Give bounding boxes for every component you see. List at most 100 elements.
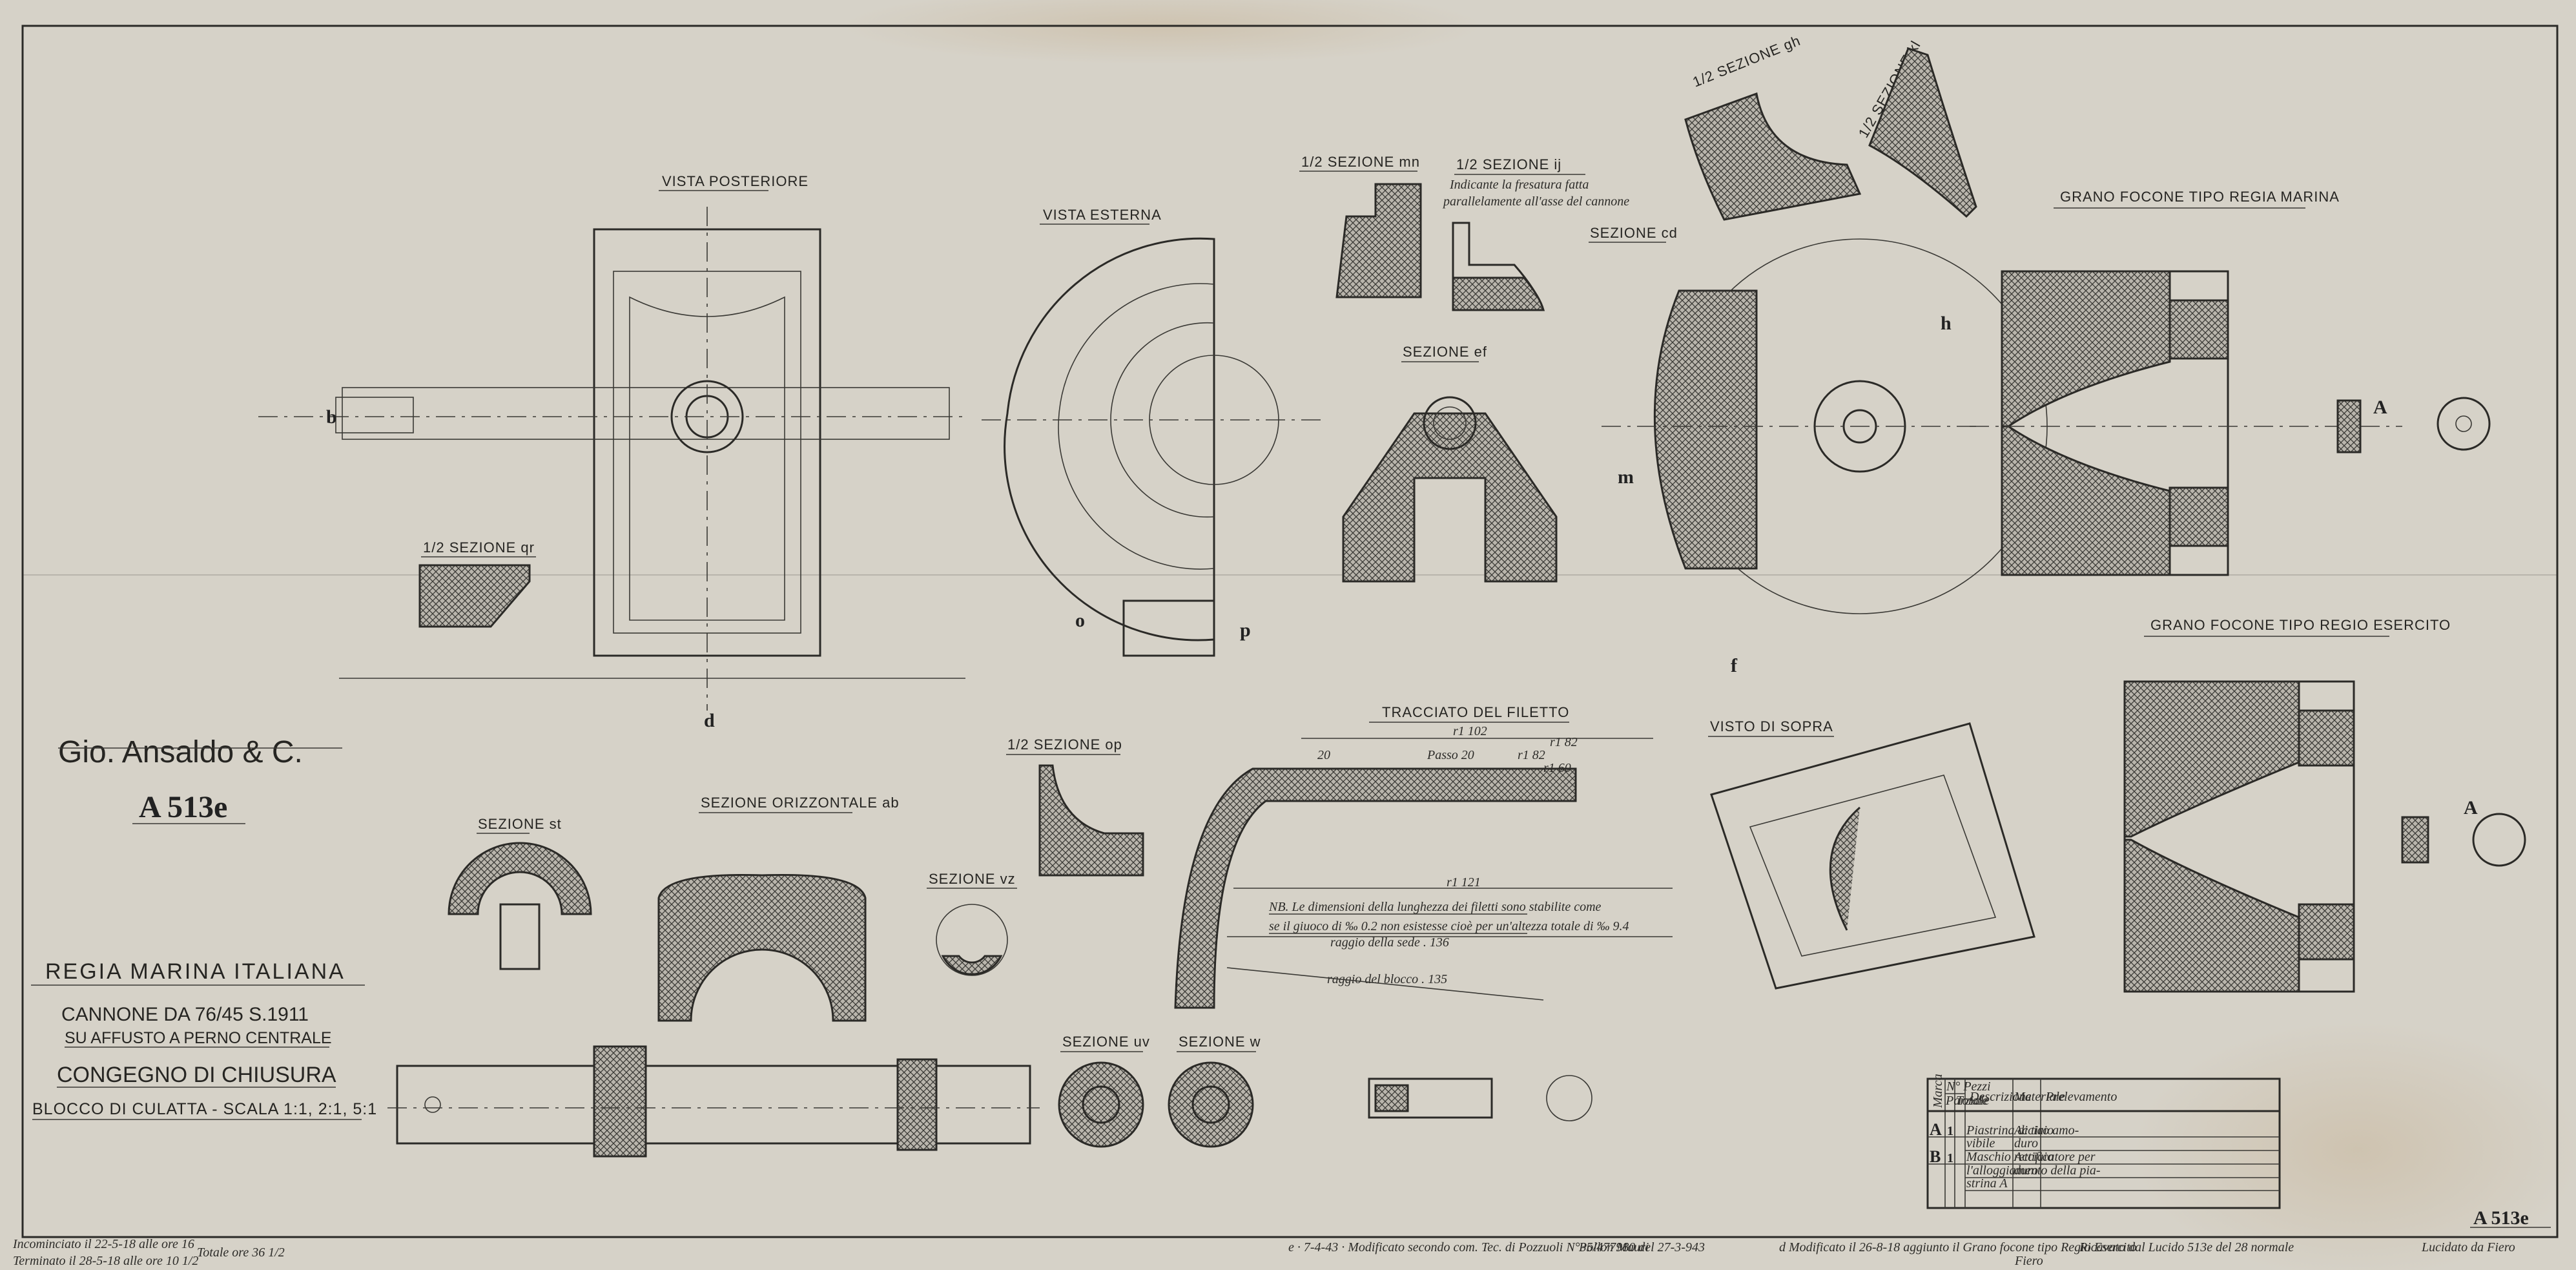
view-sezione-w: SEZIONE w bbox=[1168, 1034, 1261, 1148]
view-grano-focone-esercito: GRANO FOCONE TIPO REGIO ESERCITO A bbox=[2123, 617, 2526, 993]
section-marker-o: o bbox=[1075, 610, 1085, 631]
part-scale-title: BLOCCO DI CULATTA - SCALA 1:1, 2:1, 5:1 bbox=[32, 1100, 377, 1118]
table-row: A 1 Piastrina di tiro amo- vibile Acciai… bbox=[1928, 1120, 2280, 1150]
dimension: r1 82 bbox=[1550, 735, 1578, 749]
total-hours-note: Totale ore 36 1/2 bbox=[197, 1245, 285, 1260]
dimension: r1 121 bbox=[1447, 875, 1481, 890]
view-sezione-cd: SEZIONE cd h m f bbox=[1589, 225, 2048, 676]
view-label: GRANO FOCONE TIPO REGIO ESERCITO bbox=[2150, 617, 2451, 633]
view-label: SEZIONE ef bbox=[1403, 344, 1487, 360]
dimension: r1 60 bbox=[1543, 761, 1571, 775]
cell-marca: B bbox=[1930, 1147, 1941, 1166]
dimension-note: raggio della sede . 136 bbox=[1330, 935, 1449, 950]
revision-d-signature: Fiero bbox=[2014, 1254, 2043, 1268]
view-sezione-qr: 1/2 SEZIONE qr bbox=[418, 539, 536, 628]
note: parallelamente all'asse del cannone bbox=[1442, 194, 1629, 209]
section-marker-d: d bbox=[704, 710, 715, 731]
nb-note: NB. Le dimensioni della lunghezza dei fi… bbox=[1268, 900, 1602, 914]
revision-d-note: d Modificato il 26-8-18 aggiunto il Gran… bbox=[1779, 1240, 2137, 1254]
section-marker-p: p bbox=[1240, 619, 1251, 641]
dimension: Passo 20 bbox=[1427, 748, 1474, 762]
finish-note: Terminato il 28-5-18 alle ore 10 1/2 bbox=[13, 1254, 198, 1268]
cell-marca: A bbox=[1930, 1120, 1942, 1139]
revision-e-signature: Pollon Mauri bbox=[1578, 1240, 1649, 1254]
view-grano-focone-marina: GRANO FOCONE TIPO REGIA MARINA A bbox=[1970, 189, 2491, 576]
cell-descr: Piastrina di tiro amo- bbox=[1966, 1123, 2079, 1138]
dimension: r1 102 bbox=[1453, 724, 1487, 738]
view-label: VISTA POSTERIORE bbox=[662, 173, 809, 189]
view-label: VISTA ESTERNA bbox=[1043, 207, 1162, 223]
dimension: 20 bbox=[1317, 748, 1330, 762]
table-header: Prelevamento bbox=[2045, 1090, 2117, 1104]
view-sezione-orizzontale-ab: SEZIONE ORIZZONTALE ab bbox=[387, 795, 1040, 1158]
nb-note: se il giuoco di ‰ 0.2 non esistesse cioè… bbox=[1269, 919, 1629, 933]
view-sezione-op: 1/2 SEZIONE op bbox=[1006, 736, 1144, 877]
view-label: SEZIONE st bbox=[478, 816, 562, 832]
section-marker-h: h bbox=[1941, 313, 1952, 334]
view-bolt-detail bbox=[1368, 1075, 1592, 1121]
mount-title: SU AFFUSTO A PERNO CENTRALE bbox=[65, 1029, 332, 1047]
table-row: B 1 Maschio rettificatore per l'alloggia… bbox=[1928, 1147, 2280, 1191]
assembly-title: CONGEGNO DI CHIUSURA bbox=[57, 1063, 336, 1087]
cell-descr: l'alloggiamento della pia- bbox=[1966, 1163, 2101, 1178]
table-header: Materiale bbox=[2014, 1090, 2065, 1104]
view-label: SEZIONE uv bbox=[1062, 1034, 1150, 1050]
cell-mat: duro bbox=[2014, 1136, 2038, 1150]
revision-e-note: e · 7-4-43 · Modificato secondo com. Tec… bbox=[1288, 1240, 1705, 1254]
footer-notes: Incominciato il 22-5-18 alle ore 16 Term… bbox=[12, 1237, 2515, 1268]
table-header: N° Pezzi bbox=[1946, 1079, 1991, 1094]
drawing-number: A 513e bbox=[139, 790, 227, 824]
view-vista-esterna: VISTA ESTERNA p o bbox=[982, 207, 1324, 657]
parts-table: Marca N° Pezzi Parziale Totale Descrizio… bbox=[1926, 1074, 2281, 1209]
dimension-note: raggio del blocco . 135 bbox=[1327, 972, 1447, 986]
start-note: Incominciato il 22-5-18 alle ore 16 bbox=[12, 1237, 194, 1251]
cell-pezzi: 1 bbox=[1947, 1151, 1953, 1165]
navy-title: REGIA MARINA ITALIANA bbox=[45, 959, 345, 984]
tracer-note: Lucidato da Fiero bbox=[2421, 1240, 2515, 1254]
view-vista-posteriore: VISTA POSTERIORE b d bbox=[258, 173, 969, 731]
title-block: Gio. Ansaldo & C. A 513e REGIA MARINA IT… bbox=[31, 735, 377, 1120]
cell-descr: strina A bbox=[1966, 1176, 2008, 1191]
view-sezione-ij: 1/2 SEZIONE ij Indicante la fresatura fa… bbox=[1442, 156, 1629, 311]
dimension: r1 82 bbox=[1518, 748, 1545, 762]
view-sezione-uv: SEZIONE uv bbox=[1058, 1034, 1150, 1148]
table-subheader: Parziale bbox=[1945, 1094, 1990, 1108]
cell-pezzi: 1 bbox=[1947, 1124, 1953, 1138]
view-label: 1/2 SEZIONE qr bbox=[423, 539, 535, 556]
view-label: SEZIONE cd bbox=[1590, 225, 1678, 241]
view-sezione-vz: SEZIONE vz bbox=[927, 871, 1017, 976]
section-marker-a: A bbox=[2373, 397, 2387, 418]
sheet-border bbox=[21, 25, 2559, 1238]
view-sezione-st: SEZIONE st bbox=[448, 816, 592, 970]
table-header: Marca bbox=[1931, 1074, 1945, 1109]
view-label: TRACCIATO DEL FILETTO bbox=[1382, 704, 1569, 720]
company-name: Gio. Ansaldo & C. bbox=[58, 735, 303, 769]
view-label: GRANO FOCONE TIPO REGIA MARINA bbox=[2060, 189, 2340, 205]
cell-descr: vibile bbox=[1966, 1136, 1995, 1150]
cell-mat: duro bbox=[2014, 1163, 2038, 1178]
view-label: SEZIONE ORIZZONTALE ab bbox=[701, 795, 900, 811]
view-visto-di-sopra: VISTO DI SOPRA bbox=[1708, 718, 2035, 990]
view-label: 1/2 SEZIONE ij bbox=[1456, 156, 1561, 172]
view-label: 1/2 SEZIONE op bbox=[1007, 736, 1122, 753]
gun-title: CANNONE DA 76/45 S.1911 bbox=[61, 1004, 309, 1025]
view-label: VISTO DI SOPRA bbox=[1710, 718, 1833, 734]
cell-mat: Acciaio bbox=[2013, 1123, 2054, 1138]
copied-note: Ricavato dal Lucido 513e del 28 normale bbox=[2079, 1240, 2294, 1254]
section-marker-b: b bbox=[326, 406, 337, 428]
table-header: Descrizione bbox=[1969, 1090, 2032, 1104]
view-label: SEZIONE w bbox=[1179, 1034, 1261, 1050]
view-label: 1/2 SEZIONE mn bbox=[1301, 154, 1420, 170]
drawing-number-stamp: A 513e bbox=[2473, 1207, 2529, 1229]
view-label: SEZIONE vz bbox=[929, 871, 1016, 887]
note: Indicante la fresatura fatta bbox=[1449, 178, 1589, 192]
section-marker-a: A bbox=[2464, 797, 2478, 818]
section-marker-m: m bbox=[1618, 466, 1634, 488]
table-subheader: Totale bbox=[1956, 1094, 1988, 1108]
view-tracciato-filetto: TRACCIATO DEL FILETTO r1 102 Passo 20 20… bbox=[1174, 704, 1673, 1009]
section-marker-f: f bbox=[1731, 655, 1738, 676]
cell-descr: Maschio rettificatore per bbox=[1966, 1150, 2096, 1164]
view-sezione-mn: 1/2 SEZIONE mn bbox=[1299, 154, 1422, 298]
cell-mat: Acciaio bbox=[2013, 1150, 2054, 1164]
